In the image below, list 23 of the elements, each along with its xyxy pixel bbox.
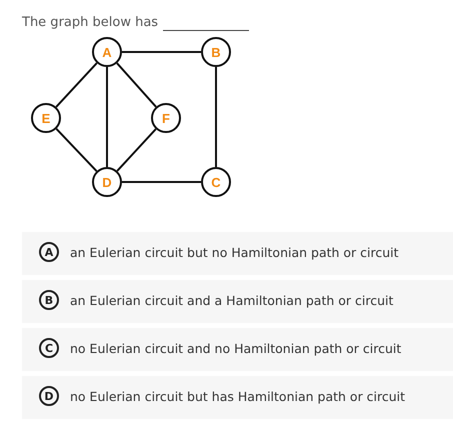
option-letter: D — [39, 386, 59, 406]
option-letter: B — [39, 290, 59, 310]
option-letter: C — [39, 338, 59, 358]
question-text: The graph below has — [22, 15, 158, 30]
graph-edge — [122, 51, 201, 53]
vertex-circle: B — [201, 37, 231, 67]
option-text: no Eulerian circuit but has Hamiltonian path or circuit — [70, 389, 406, 404]
vertex-circle: A — [92, 37, 122, 67]
vertex-circle: C — [201, 167, 231, 197]
option-text: an Eulerian circuit but no Hamiltonian path or circuit — [70, 245, 399, 260]
graph-edge — [55, 62, 98, 108]
option-letter: A — [39, 242, 59, 262]
graph-edge — [56, 128, 98, 172]
graph-edge — [122, 181, 201, 183]
option-text: an Eulerian circuit and a Hamiltonian path or circuit — [70, 293, 394, 308]
option-text: no Eulerian circuit and no Hamiltonian path or circuit — [70, 341, 402, 356]
graph-edge — [116, 62, 157, 108]
graph-edge — [106, 67, 108, 167]
vertex-circle: E — [31, 103, 61, 133]
vertex-circle: D — [92, 167, 122, 197]
graph-edge — [215, 67, 217, 167]
graph-edge — [116, 128, 157, 172]
vertex-circle: F — [151, 103, 181, 133]
